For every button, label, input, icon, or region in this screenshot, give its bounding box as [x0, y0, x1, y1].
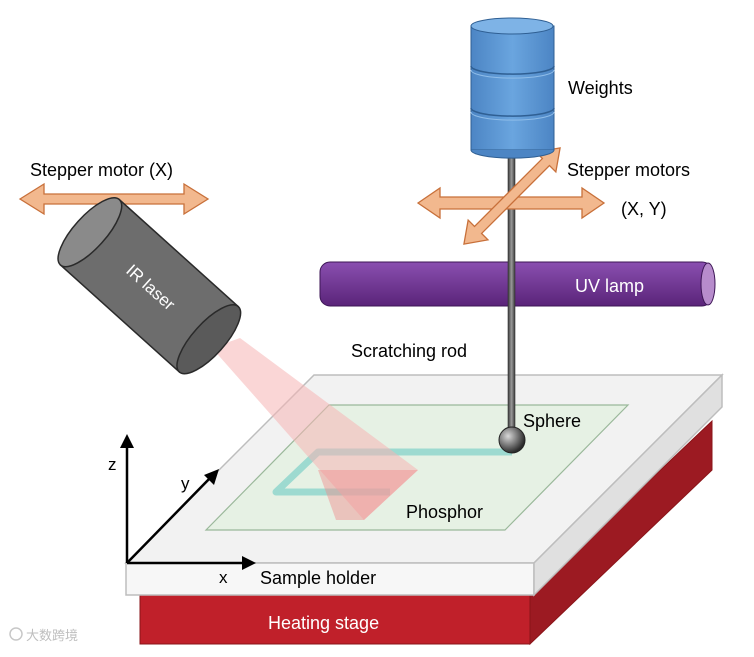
- coordinate-axes: z y x: [108, 434, 256, 587]
- axis-y-label: y: [181, 474, 190, 493]
- sphere-label: Sphere: [523, 411, 581, 431]
- scratching-rod-label: Scratching rod: [351, 341, 467, 361]
- stepper-motor-x-label: Stepper motor (X): [30, 160, 173, 180]
- laser-beam: [212, 338, 418, 520]
- watermark-text: 大数跨境: [26, 628, 78, 643]
- axis-z-label: z: [108, 455, 117, 474]
- weights-label: Weights: [568, 78, 633, 98]
- phosphor-label: Phosphor: [406, 502, 483, 522]
- stepper-motors-axes-label: (X, Y): [621, 199, 667, 219]
- watermark: 大数跨境: [9, 627, 78, 643]
- sample-holder-label: Sample holder: [260, 568, 376, 588]
- stepper-motors-arrows-icon: [416, 147, 606, 245]
- ir-laser: IR laser: [57, 197, 242, 375]
- weights-stack: [470, 17, 555, 159]
- uv-lamp: [319, 261, 716, 307]
- axis-x-label: x: [219, 568, 228, 587]
- heating-stage-label: Heating stage: [268, 613, 379, 633]
- sphere: [498, 426, 526, 454]
- heating-stage: [139, 419, 713, 646]
- uv-lamp-label: UV lamp: [575, 276, 644, 296]
- stepper-motors-label: Stepper motors: [567, 160, 690, 180]
